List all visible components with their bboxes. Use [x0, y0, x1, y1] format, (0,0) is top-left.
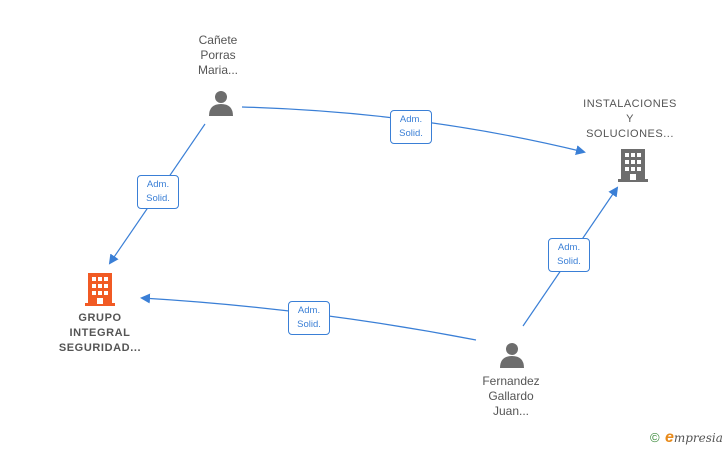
node-label-line: SOLUCIONES...	[586, 128, 674, 140]
node-label-grupo[interactable]: GRUPO INTEGRAL SEGURIDAD...	[45, 311, 155, 356]
node-label-canete[interactable]: Cañete Porras Maria...	[178, 33, 258, 78]
node-label-line: Gallardo	[488, 389, 534, 403]
node-label-instalaciones[interactable]: INSTALACIONES Y SOLUCIONES...	[573, 97, 687, 142]
node-label-line: Y	[626, 113, 634, 125]
copyright-symbol: ©	[650, 430, 660, 445]
node-label-line: Porras	[200, 48, 236, 62]
node-label-line: Fernandez	[482, 374, 540, 388]
node-label-line: Juan...	[492, 404, 530, 418]
brand-logo-initial: e	[664, 429, 674, 446]
edge-label-canete-instalaciones[interactable]: Adm. Solid.	[390, 110, 432, 144]
edge-label-line: Adm.	[146, 179, 170, 190]
person-icon[interactable]	[497, 340, 527, 370]
edge-label-fernandez-grupo[interactable]: Adm. Solid.	[288, 301, 330, 335]
edge-label-line: Solid.	[146, 193, 170, 204]
edge-label-line: Adm.	[297, 305, 321, 316]
node-label-line: INTEGRAL	[69, 327, 131, 339]
building-icon[interactable]	[84, 271, 116, 307]
node-label-line: SEGURIDAD...	[58, 342, 142, 354]
edge-label-line: Solid.	[297, 319, 321, 330]
node-label-line: INSTALACIONES	[583, 98, 677, 110]
edge-label-canete-grupo[interactable]: Adm. Solid.	[137, 175, 179, 209]
edge-label-line: Adm.	[399, 114, 423, 125]
node-label-line: Cañete	[198, 33, 238, 47]
brand-watermark[interactable]: © empresia	[650, 429, 723, 447]
brand-logo-text: mpresia	[673, 431, 723, 445]
edge-label-fernandez-instalaciones[interactable]: Adm. Solid.	[548, 238, 590, 272]
building-icon[interactable]	[617, 147, 649, 183]
node-label-fernandez[interactable]: Fernandez Gallardo Juan...	[469, 374, 553, 419]
person-icon[interactable]	[206, 88, 236, 118]
edge-label-line: Adm.	[557, 242, 581, 253]
node-label-line: Maria...	[197, 63, 238, 77]
edge-label-line: Solid.	[557, 256, 581, 267]
node-label-line: GRUPO	[78, 312, 122, 324]
edge-label-line: Solid.	[399, 128, 423, 139]
